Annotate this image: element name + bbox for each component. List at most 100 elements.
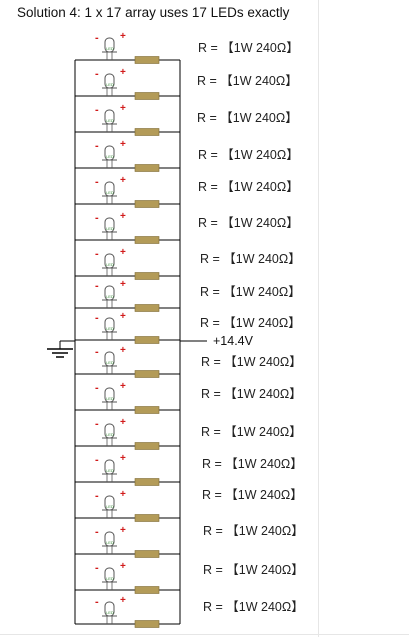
resistor-icon: [134, 236, 160, 244]
resistor-value: 【1W 240Ω】: [221, 148, 299, 162]
led-body-text: LED: [106, 540, 114, 545]
led-minus-sign: -: [95, 596, 99, 608]
led-plus-sign: +: [120, 561, 126, 572]
resistor-icon: [134, 56, 160, 64]
resistor-value: 【1W 240Ω】: [225, 488, 303, 502]
led-minus-sign: -: [95, 454, 99, 466]
led-body-text: LED: [106, 154, 114, 159]
led-resistor-row: LED - +: [75, 279, 180, 312]
resistor-label-prefix: R =: [200, 316, 224, 330]
led-body-text: LED: [106, 46, 114, 51]
resistor-label-prefix: R =: [198, 180, 222, 194]
led-minus-sign: -: [95, 140, 99, 152]
resistor-label: R = 【1W 240Ω】: [198, 41, 299, 55]
resistor-label: R = 【1W 240Ω】: [200, 285, 301, 299]
wiring: [60, 60, 207, 624]
resistor-value: 【1W 240Ω】: [224, 425, 302, 439]
led-minus-sign: -: [95, 176, 99, 188]
resistor-icon: [134, 336, 160, 344]
led-body-text: LED: [106, 504, 114, 509]
led-plus-sign: +: [120, 489, 126, 500]
led-minus-sign: -: [95, 312, 99, 324]
resistor-icon: [134, 370, 160, 378]
frame-edge: [318, 0, 319, 637]
led-body-text: LED: [106, 610, 114, 615]
led-body-text: LED: [106, 294, 114, 299]
components: LED - + LED - + LED - + LED - + LED - + LED - + LED - + LED - +…: [75, 31, 180, 628]
led-resistor-row: LED-+: [75, 381, 180, 414]
led-resistor-row: LED - +: [75, 561, 180, 594]
resistor-icon: [134, 304, 160, 312]
led-minus-sign: -: [95, 248, 99, 260]
resistor-label-prefix: R =: [202, 488, 226, 502]
led-minus-sign: -: [95, 382, 99, 394]
resistor-label-prefix: R =: [203, 563, 227, 577]
led-body-text: LED: [106, 468, 114, 473]
led-resistor-row: LED-+: [75, 67, 180, 100]
resistor-label: R = 【1W 240Ω】: [201, 387, 302, 401]
resistor-label: R = 【1W 240Ω】: [202, 488, 303, 502]
led-resistor-row: LED-+: [75, 211, 180, 244]
resistor-icon: [134, 92, 160, 100]
resistor-label: R = 【1W 240Ω】: [203, 524, 304, 538]
led-resistor-row: LED-+: [75, 175, 180, 208]
led-plus-sign: +: [120, 381, 126, 392]
resistor-label: R = 【1W 240Ω】: [203, 563, 304, 577]
led-minus-sign: -: [95, 280, 99, 292]
led-minus-sign: -: [95, 562, 99, 574]
resistor-value: 【1W 240Ω】: [223, 285, 301, 299]
led-plus-sign: +: [120, 525, 126, 536]
led-plus-sign: +: [120, 31, 126, 42]
resistor-label: R = 【1W 240Ω】: [198, 148, 299, 162]
resistor-label: R = 【1W 240Ω】: [197, 74, 298, 88]
led-body-text: LED: [106, 262, 114, 267]
supply-voltage-label: +14.4V: [213, 334, 253, 348]
resistor-icon: [134, 442, 160, 450]
led-plus-sign: +: [120, 67, 126, 78]
resistor-label: R = 【1W 240Ω】: [203, 600, 304, 614]
led-resistor-row: LED-+: [75, 103, 180, 136]
led-plus-sign: +: [120, 175, 126, 186]
resistor-value: 【1W 240Ω】: [226, 563, 304, 577]
resistor-label-prefix: R =: [198, 41, 222, 55]
resistor-icon: [134, 406, 160, 414]
resistor-icon: [134, 620, 160, 628]
resistor-icon: [134, 272, 160, 280]
led-plus-sign: +: [120, 453, 126, 464]
led-body-text: LED: [106, 226, 114, 231]
led-resistor-row: LED - +: [75, 453, 180, 486]
led-minus-sign: -: [95, 68, 99, 80]
resistor-value: 【1W 240Ω】: [224, 355, 302, 369]
led-plus-sign: +: [120, 279, 126, 290]
resistor-value: 【1W 240Ω】: [224, 387, 302, 401]
resistor-label-prefix: R =: [201, 355, 225, 369]
resistor-label-prefix: R =: [200, 285, 224, 299]
resistor-value: 【1W 240Ω】: [226, 524, 304, 538]
resistor-label-prefix: R =: [197, 111, 221, 125]
resistor-label-prefix: R =: [201, 387, 225, 401]
led-resistor-row: LED - +: [75, 595, 180, 628]
resistor-value: 【1W 240Ω】: [220, 111, 298, 125]
led-body-text: LED: [106, 118, 114, 123]
led-plus-sign: +: [120, 595, 126, 606]
resistor-label: R = 【1W 240Ω】: [200, 252, 301, 266]
led-minus-sign: -: [95, 32, 99, 44]
resistor-label: R = 【1W 240Ω】: [201, 425, 302, 439]
resistor-value: 【1W 240Ω】: [221, 216, 299, 230]
resistor-label-prefix: R =: [198, 216, 222, 230]
led-resistor-row: LED - +: [75, 525, 180, 558]
resistor-label-prefix: R =: [202, 457, 226, 471]
led-body-text: LED: [106, 432, 114, 437]
resistor-label-prefix: R =: [198, 148, 222, 162]
frame-bottom-edge: [0, 634, 409, 635]
resistor-icon: [134, 164, 160, 172]
ground-symbol: [47, 341, 73, 358]
resistor-label-prefix: R =: [203, 524, 227, 538]
resistor-label: R = 【1W 240Ω】: [201, 355, 302, 369]
resistor-icon: [134, 478, 160, 486]
led-body-text: LED: [106, 576, 114, 581]
led-minus-sign: -: [95, 526, 99, 538]
resistor-value: 【1W 240Ω】: [223, 316, 301, 330]
led-body-text: LED: [106, 360, 114, 365]
